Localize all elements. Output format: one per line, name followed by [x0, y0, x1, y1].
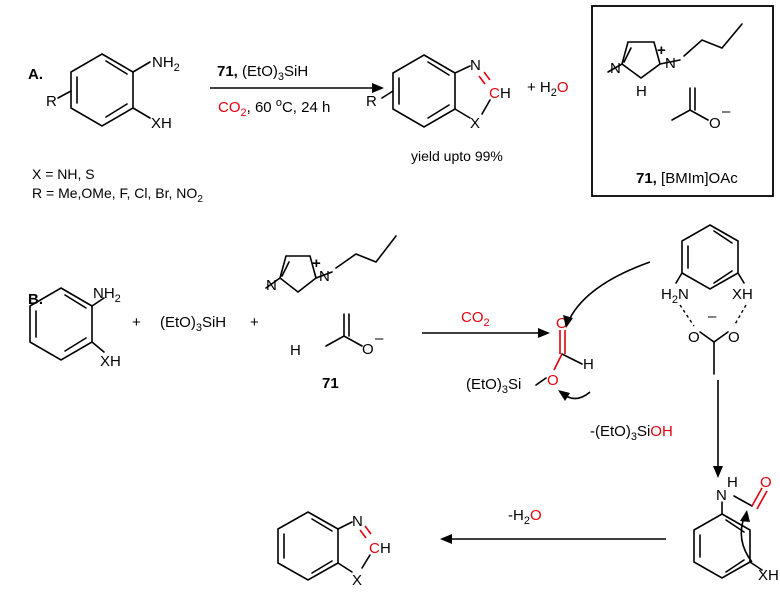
- b-n1-label: N: [266, 277, 277, 294]
- final-x-label: X: [352, 572, 362, 589]
- b-n2-label: N: [319, 268, 330, 285]
- complex-h2n-label: H2N: [661, 286, 689, 306]
- reactant-b-ring: [29, 287, 105, 361]
- box-o-label: O: [709, 115, 721, 132]
- amide-xh-label: XH: [758, 567, 779, 584]
- b-bmim-cation: [265, 235, 397, 294]
- product-a-ring: [381, 54, 491, 128]
- catalyst-silane-label: 71, (EtO)3SiH: [217, 63, 308, 83]
- complex-xh-label: XH: [732, 286, 753, 303]
- formate-h-label: H: [583, 356, 594, 373]
- r-definition: R = Me,OMe, F, Cl, Br, NO2: [32, 185, 203, 205]
- product-c-label: C: [489, 85, 500, 102]
- silanol-label: -(EtO)3SiOH: [590, 423, 673, 443]
- yield-label: yield upto 99%: [411, 148, 503, 164]
- co2-label: CO2: [461, 309, 490, 329]
- final-product: [277, 511, 372, 581]
- b-amine-label: NH2: [93, 285, 121, 305]
- formate-o2-label: O: [547, 372, 559, 389]
- catalyst-box: [591, 5, 774, 197]
- formamide-intermediate: [693, 487, 768, 579]
- box-minus-charge: –: [722, 103, 731, 120]
- b-acetate-anion: [325, 313, 363, 347]
- final-n-label: N: [352, 513, 363, 530]
- part-a-label: A.: [28, 66, 43, 83]
- box-n2-label: N: [665, 55, 676, 72]
- b-xh-label: XH: [100, 353, 121, 370]
- x-definition: X = NH, S: [32, 166, 95, 182]
- water-byproduct-label: + H2O: [527, 79, 569, 99]
- final-c-label: C: [369, 540, 380, 557]
- amide-n-label: N: [716, 487, 727, 504]
- catalyst-71-label: 71: [322, 375, 339, 392]
- curved-arrow-attack: [567, 261, 651, 323]
- plus-sign-2: +: [250, 314, 259, 331]
- complex-o2-label: O: [728, 329, 740, 346]
- r-label: R: [46, 93, 57, 110]
- amine-label: NH2: [152, 54, 180, 74]
- part-b-label: B.: [28, 291, 43, 308]
- bmim-cation: [607, 23, 743, 79]
- box-caption: 71, [BMIm]OAc: [636, 170, 738, 187]
- b-silane-label: (EtO)3SiH: [160, 314, 226, 334]
- conditions-label: CO2, 60 oC, 24 h: [218, 97, 330, 119]
- reactant-a-ring: [57, 53, 151, 127]
- silyl-formate: [535, 330, 583, 386]
- box-n1-label: N: [610, 60, 621, 77]
- silyl-label: (EtO)3Si: [466, 376, 521, 396]
- product-x-label: X: [470, 115, 480, 132]
- hbond-complex: [675, 224, 747, 375]
- formate-o-label: O: [556, 315, 568, 332]
- b-h-label: H: [290, 342, 301, 359]
- xh-label: XH: [151, 115, 172, 132]
- b-minus-charge: –: [375, 330, 384, 347]
- amide-o-label: O: [760, 474, 772, 491]
- complex-o1-label: O: [688, 329, 700, 346]
- b-o-label: O: [362, 341, 374, 358]
- final-h-label: H: [380, 540, 391, 557]
- complex-minus-charge: –: [708, 308, 717, 325]
- acetate-anion: [671, 87, 709, 121]
- b-plus-charge: +: [312, 255, 321, 272]
- product-r-label: R: [366, 93, 377, 110]
- water-loss-label: -H2O: [508, 507, 542, 527]
- amide-h-label: H: [727, 474, 738, 491]
- box-h-label: H: [636, 83, 647, 100]
- plus-sign-1: +: [132, 314, 141, 331]
- product-h-label: H: [500, 85, 511, 102]
- product-n-label: N: [470, 57, 481, 74]
- box-plus-charge: +: [657, 42, 666, 59]
